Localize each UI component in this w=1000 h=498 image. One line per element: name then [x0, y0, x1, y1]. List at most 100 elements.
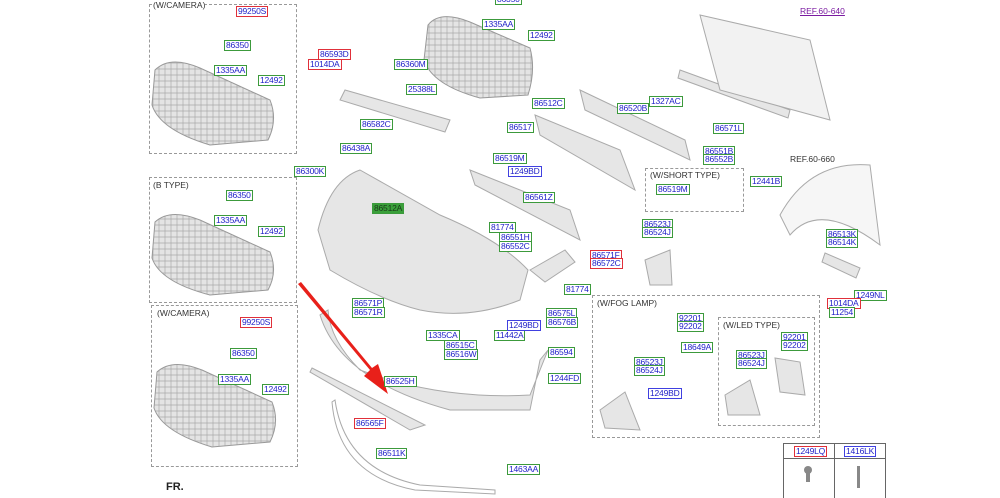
part-label[interactable]: 86300K: [294, 166, 327, 177]
group-title: (W/SHORT TYPE): [650, 170, 720, 180]
part-label[interactable]: 92202: [677, 321, 704, 332]
part-label[interactable]: 1249BD: [648, 388, 682, 399]
group-title: (W/LED TYPE): [723, 320, 780, 330]
part-label[interactable]: 1327AC: [649, 96, 683, 107]
part-label[interactable]: 86525H: [384, 376, 417, 387]
group-fog-lamp: [592, 295, 820, 438]
part-label[interactable]: 12492: [258, 226, 285, 237]
part-label[interactable]: 1335CA: [426, 330, 460, 341]
part-label[interactable]: 86552C: [499, 241, 532, 252]
part-label[interactable]: 86511K: [376, 448, 408, 459]
part-label[interactable]: 86512C: [532, 98, 565, 109]
bracket-86512C: [534, 114, 636, 192]
part-label[interactable]: 86524J: [642, 227, 673, 238]
part-label[interactable]: 86582C: [360, 119, 393, 130]
part-label[interactable]: 99250S: [240, 317, 273, 328]
part-label[interactable]: 86516W: [444, 349, 479, 360]
part-label[interactable]: 99250S: [236, 6, 269, 17]
table-divider: [784, 458, 885, 459]
grille-camera-top: [151, 61, 274, 146]
fastener-table: [783, 443, 886, 498]
part-label-highlighted[interactable]: 86512A: [372, 203, 405, 214]
part-label[interactable]: 86520B: [617, 103, 650, 114]
reference-label: REF.60-660: [790, 154, 835, 164]
part-label[interactable]: 86360M: [394, 59, 428, 70]
group-short-type: [645, 168, 744, 212]
part-label[interactable]: 86350: [224, 40, 251, 51]
part-label[interactable]: 86594: [548, 347, 575, 358]
part-label[interactable]: 86571L: [713, 123, 745, 134]
part-label[interactable]: 1335AA: [482, 19, 516, 30]
part-label[interactable]: 1335AA: [218, 374, 252, 385]
group-title: (W/CAMERA): [157, 308, 210, 318]
part-label[interactable]: 1463AA: [507, 464, 541, 475]
fastener-label[interactable]: 1249LQ: [794, 446, 828, 457]
part-label[interactable]: 25388L: [406, 84, 438, 95]
part-label[interactable]: 86572C: [590, 258, 623, 269]
grille-b-type: [151, 214, 274, 296]
part-label[interactable]: 12492: [258, 75, 285, 86]
part-label[interactable]: 86514K: [826, 237, 859, 248]
reference-link[interactable]: REF.60-640: [800, 6, 845, 16]
fender-bracket: [821, 252, 861, 279]
fastener-1249LQ-icon: [806, 468, 810, 482]
group-camera-bottom: [151, 305, 298, 467]
part-label[interactable]: 1014DA: [308, 59, 342, 70]
group-title: (W/FOG LAMP): [597, 298, 657, 308]
side-bracket-86575L: [529, 249, 576, 283]
part-label[interactable]: 86519M: [493, 153, 527, 164]
part-label[interactable]: 86350: [230, 348, 257, 359]
part-label[interactable]: 12492: [262, 384, 289, 395]
led-lamp: [774, 357, 806, 396]
lower-grille-86561Z: [469, 169, 581, 242]
part-label[interactable]: 86524J: [736, 358, 767, 369]
absorber-86520B: [579, 89, 691, 161]
part-label[interactable]: 12441B: [750, 176, 783, 187]
fog-cover-led: [724, 379, 761, 416]
lower-skirt: [319, 309, 549, 411]
part-label[interactable]: 86438A: [340, 143, 373, 154]
upper-garnish: [339, 89, 451, 133]
carrier-frame: [699, 14, 831, 121]
grille-camera-bottom: [153, 364, 276, 448]
part-label[interactable]: 1249BD: [507, 320, 541, 331]
grille-top-center: [423, 16, 534, 99]
part-label[interactable]: 92202: [781, 340, 808, 351]
part-label[interactable]: 12492: [528, 30, 555, 41]
part-label[interactable]: 86561Z: [523, 192, 555, 203]
part-label[interactable]: 11442A: [494, 330, 526, 341]
group-title: (B TYPE): [153, 180, 189, 190]
part-label[interactable]: 81774: [564, 284, 591, 295]
red-arrow: [298, 282, 388, 394]
table-divider: [834, 444, 835, 498]
part-label[interactable]: 1249NL: [854, 290, 887, 301]
fender-outline: [779, 164, 881, 247]
lip-moulding: [309, 367, 427, 431]
group-camera-top: [149, 4, 297, 154]
group-led-type: [718, 317, 815, 426]
front-direction-label: FR.: [166, 481, 184, 493]
strip-86511K: [331, 399, 496, 495]
part-label[interactable]: 1249BD: [508, 166, 542, 177]
part-label[interactable]: 86524J: [634, 365, 665, 376]
part-label[interactable]: 86350: [495, 0, 522, 5]
part-label[interactable]: 1244FD: [548, 373, 582, 384]
fog-cover-right: [644, 249, 673, 286]
part-label[interactable]: 86552B: [703, 154, 736, 165]
part-label[interactable]: 86571R: [352, 307, 385, 318]
part-label[interactable]: 86519M: [656, 184, 690, 195]
part-label[interactable]: 86517: [507, 122, 534, 133]
bumper-cover: [317, 169, 529, 314]
part-label[interactable]: 11254: [829, 307, 856, 318]
fastener-label[interactable]: 1416LK: [844, 446, 877, 457]
part-label[interactable]: 18649A: [681, 342, 714, 353]
part-label[interactable]: 1335AA: [214, 65, 248, 76]
part-label[interactable]: 86576B: [546, 317, 579, 328]
group-title: (W/CAMERA): [153, 0, 206, 10]
part-label[interactable]: 86565F: [354, 418, 386, 429]
part-label[interactable]: 1335AA: [214, 215, 248, 226]
part-label[interactable]: 86350: [226, 190, 253, 201]
fastener-1416LK-icon: [857, 466, 860, 488]
